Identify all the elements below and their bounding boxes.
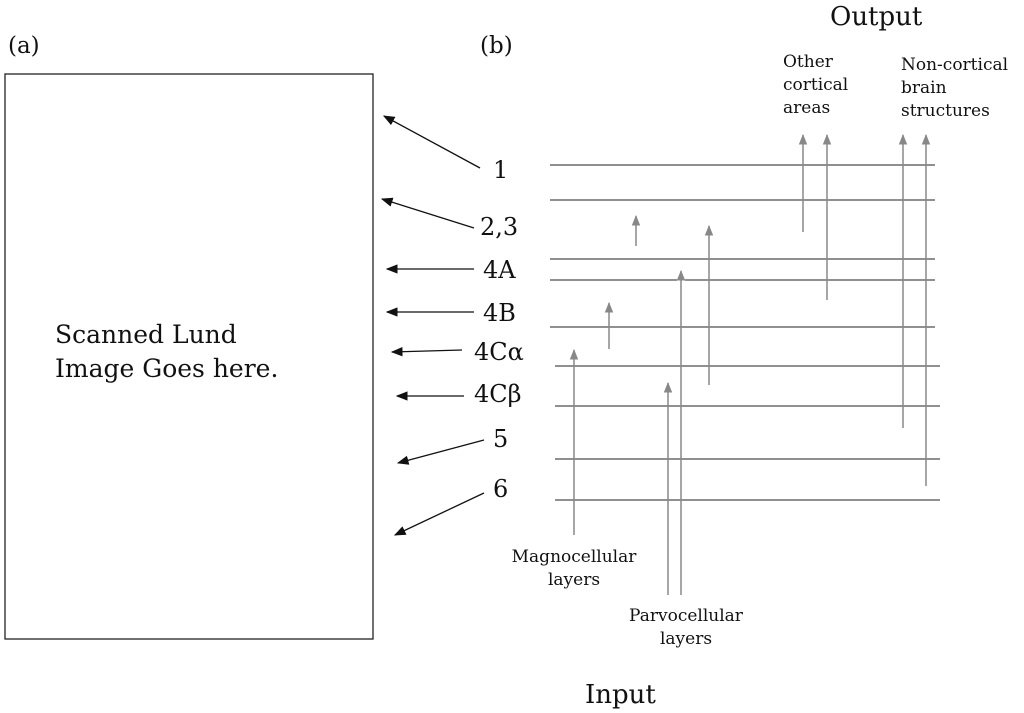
scanned-image-placeholder xyxy=(4,73,374,640)
noncortical-label-line2: brain xyxy=(901,78,947,98)
panel-a-label: (a) xyxy=(8,33,40,59)
panel-b-label: (b) xyxy=(480,33,513,59)
pointer-arrow-6 xyxy=(393,492,485,536)
layer-label-4c-beta: 4Cβ xyxy=(474,380,522,408)
parvo-label-line1: Parvocellular xyxy=(629,606,744,626)
output-title: Output xyxy=(830,2,923,32)
pointer-arrow-4c-alpha xyxy=(390,347,463,357)
cortical-label-line2: cortical xyxy=(783,75,848,95)
placeholder-text-line2: Image Goes here. xyxy=(55,354,278,383)
parvo-label-line2: layers xyxy=(660,629,712,649)
noncortical-label-line1: Non-cortical xyxy=(901,55,1008,75)
layer-label-1: 1 xyxy=(493,156,508,184)
cortical-label-line3: areas xyxy=(783,98,830,118)
noncortical-label-line3: structures xyxy=(901,101,990,121)
pointer-arrow-1 xyxy=(382,115,481,169)
magno-label-line1: Magnocellular xyxy=(512,547,638,567)
layer-label-4a: 4A xyxy=(483,256,516,284)
layer-label-2-3: 2,3 xyxy=(480,213,518,241)
layer-label-5: 5 xyxy=(493,425,508,453)
placeholder-text-line1: Scanned Lund xyxy=(55,320,237,349)
cortical-label-line1: Other xyxy=(783,52,834,72)
layer-label-4b: 4B xyxy=(483,299,516,327)
layer-label-4c-alpha: 4Cα xyxy=(474,338,524,366)
layer-label-6: 6 xyxy=(493,475,508,503)
input-title: Input xyxy=(585,680,656,710)
pointer-arrow-2-3 xyxy=(380,197,475,229)
pointer-arrow-5 xyxy=(396,439,485,465)
magno-label-line2: layers xyxy=(548,570,600,590)
